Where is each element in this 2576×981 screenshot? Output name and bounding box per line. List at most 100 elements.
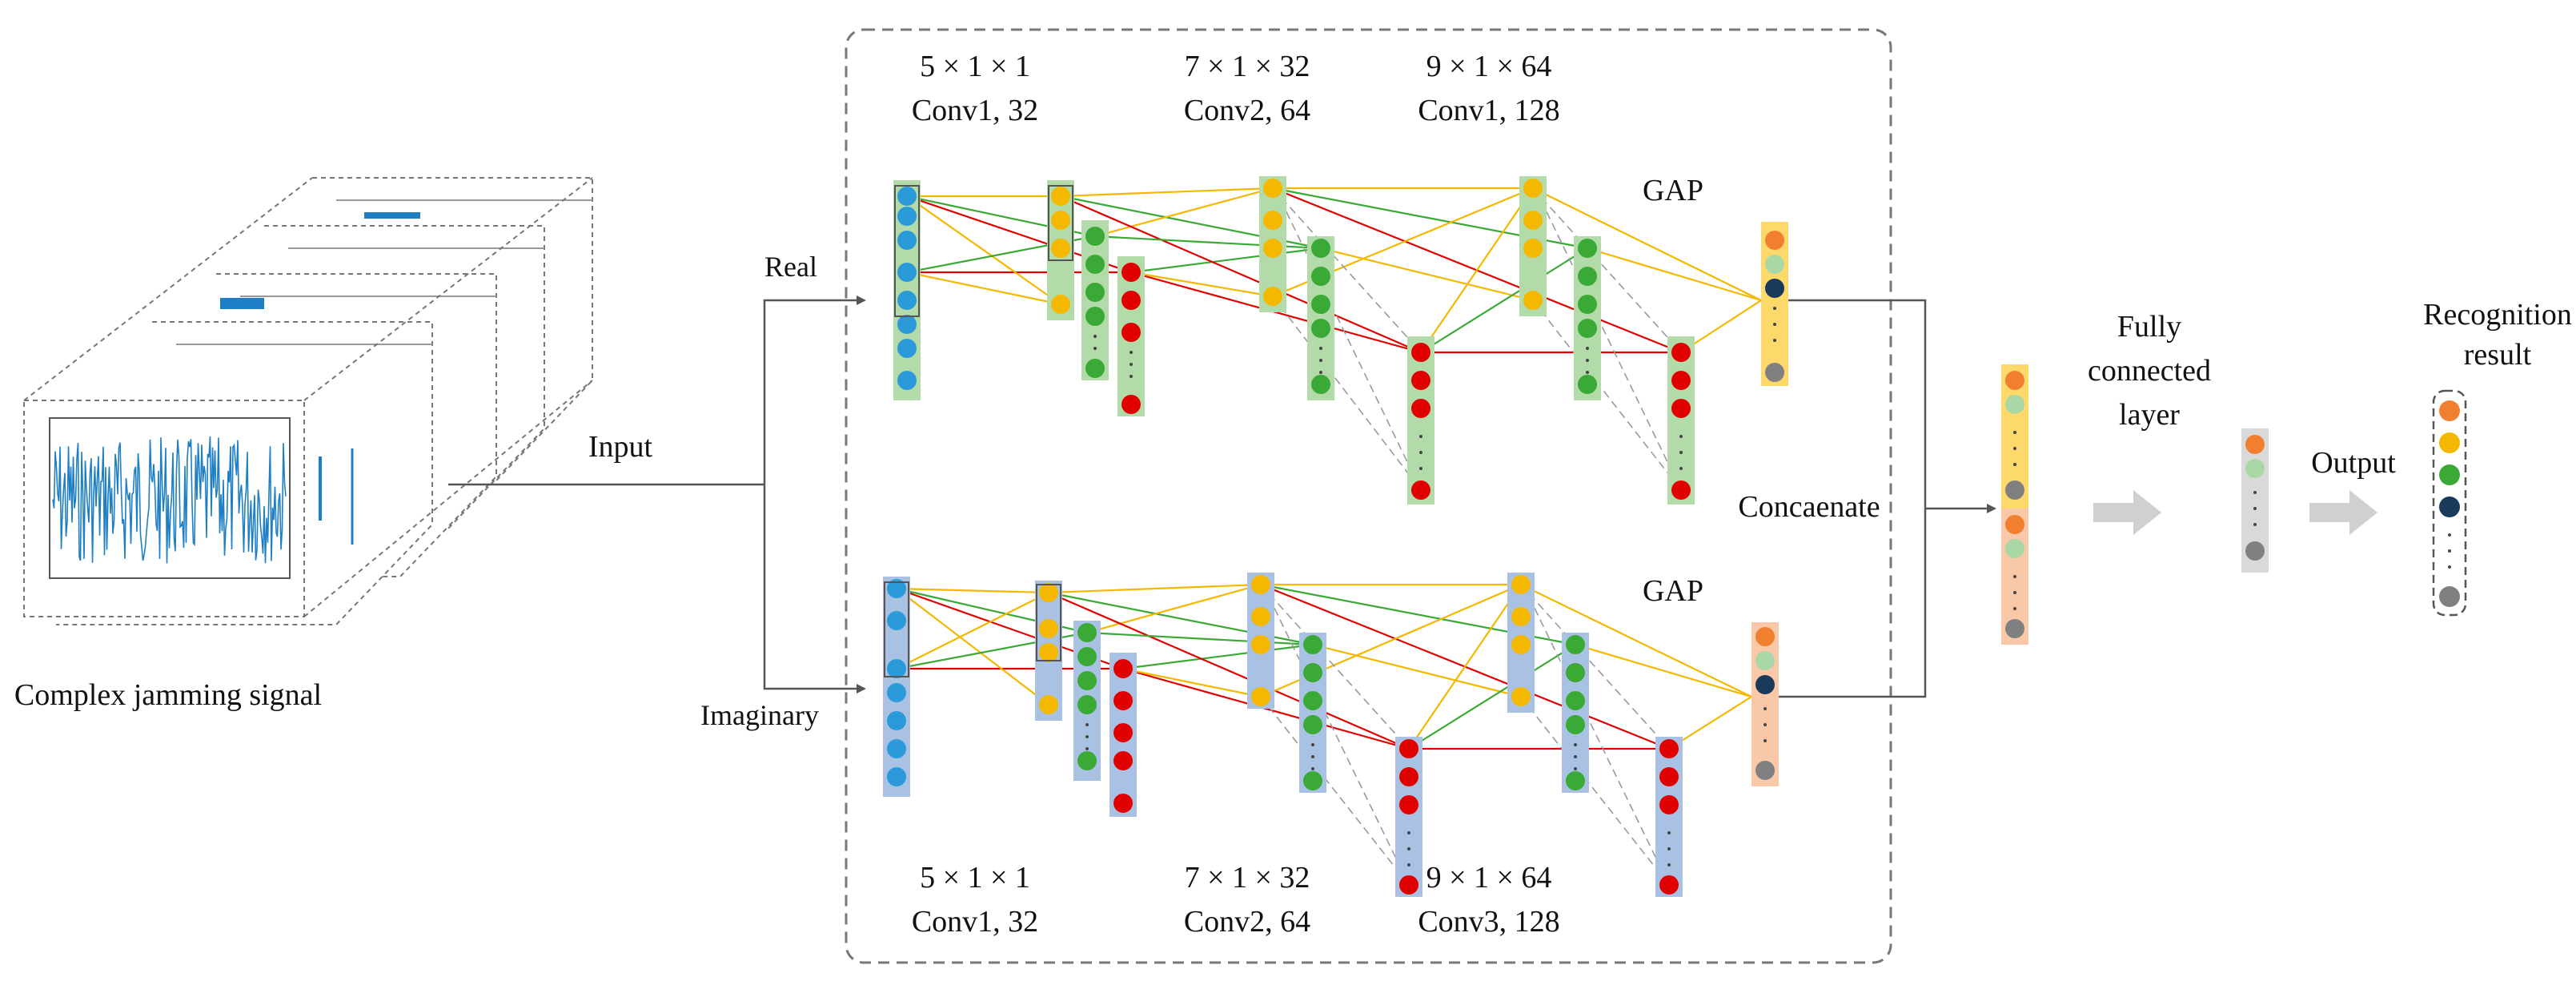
neuron-node — [897, 291, 917, 310]
input-label: Input — [588, 430, 653, 464]
gap-label-top: GAP — [1643, 174, 1703, 207]
ellipsis-dot — [1679, 451, 1683, 454]
neuron-node — [1121, 263, 1141, 282]
neuron-node — [1671, 371, 1691, 390]
neuron-node — [897, 207, 917, 226]
connection-line — [1520, 584, 1752, 698]
imaginary-label: Imaginary — [700, 699, 819, 731]
fc-arrow — [2093, 490, 2161, 535]
gap-node — [1755, 651, 1775, 670]
neuron-node — [1121, 291, 1141, 310]
connection-line — [1420, 187, 1534, 353]
neuron-node — [897, 263, 917, 282]
connection-line — [906, 271, 1061, 306]
ellipsis-dot — [1679, 467, 1683, 470]
neuron-node — [1523, 239, 1543, 258]
ellipsis-dot — [1085, 735, 1089, 738]
neuron-node — [1399, 767, 1418, 786]
neuron-node — [1085, 227, 1105, 246]
neuron-node — [887, 659, 906, 678]
gap-vector-bottom — [1751, 622, 1779, 786]
connection-line — [1575, 643, 1752, 698]
gap-node — [1765, 255, 1784, 274]
ellipsis-dot — [1679, 435, 1683, 438]
connection-line — [896, 587, 1049, 594]
neuron-node — [1085, 359, 1105, 378]
connection-line — [906, 195, 1061, 305]
neuron-node — [1523, 211, 1543, 230]
neuron-node — [1523, 179, 1543, 198]
neuron-node — [1077, 671, 1097, 690]
bottom-kernel-1: 5 × 1 × 1 — [920, 861, 1030, 895]
gap-label-bottom: GAP — [1643, 574, 1703, 608]
kernel-window — [894, 185, 920, 317]
neuron-node — [1085, 307, 1105, 326]
connection-line — [1540, 199, 1682, 491]
connection-line — [1408, 644, 1576, 750]
feature-map-bar — [1667, 336, 1695, 505]
neuron-node — [1578, 375, 1597, 394]
connection-line — [1048, 583, 1262, 594]
top-conv-1: Conv1, 32 — [912, 94, 1038, 127]
neuron-node — [1251, 575, 1270, 594]
connection-line — [1260, 696, 1410, 886]
signal-plot-front — [23, 400, 305, 617]
gap-vector-top — [1761, 222, 1788, 386]
kernel-window — [884, 581, 909, 677]
neuron-node — [1263, 287, 1282, 306]
neuron-node — [1303, 715, 1322, 734]
concatenate-label: Concaenate — [1738, 490, 1880, 524]
kernel-window — [1048, 185, 1073, 261]
neuron-node — [1077, 623, 1097, 642]
ellipsis-dot — [1319, 347, 1322, 350]
output-arrow — [2309, 490, 2377, 535]
result-node-navy — [2439, 497, 2460, 517]
neuron-node — [1659, 739, 1679, 758]
neuron-node — [1121, 323, 1141, 342]
connection-line — [1532, 187, 1762, 301]
connection-line — [1520, 696, 1670, 886]
connection-line — [1312, 643, 1522, 698]
input-connector — [448, 296, 866, 694]
neuron-node — [1578, 267, 1597, 286]
neuron-node — [1399, 795, 1418, 814]
neuron-node — [1411, 399, 1430, 418]
bottom-kernel-3: 9 × 1 × 64 — [1426, 861, 1552, 895]
neuron-node — [1659, 795, 1679, 814]
connection-line — [1268, 596, 1410, 886]
ellipsis-dot — [1130, 351, 1133, 354]
neuron-node — [1113, 659, 1133, 678]
ellipsis-dot — [1667, 831, 1671, 834]
neuron-node — [1303, 691, 1322, 710]
neuron-node — [1263, 211, 1282, 230]
connection-line — [896, 588, 1049, 706]
ellipsis-dot — [1574, 767, 1577, 770]
connection-line — [1272, 187, 1422, 353]
bottom-conv-3: Conv3, 128 — [1418, 905, 1559, 939]
neuron-node — [897, 187, 917, 206]
nodes — [893, 176, 1695, 505]
ellipsis-dot — [1130, 363, 1133, 366]
connection-line — [1260, 584, 1410, 750]
connection-line — [1587, 247, 1762, 302]
ellipsis-dot — [1311, 755, 1314, 758]
top-kernel-3: 9 × 1 × 64 — [1426, 50, 1552, 83]
connection-line — [1086, 631, 1314, 646]
neuron-node — [1523, 291, 1543, 310]
neuron-node — [1511, 607, 1531, 626]
gap-node — [1765, 279, 1784, 298]
top-kernel-2: 7 × 1 × 32 — [1185, 50, 1310, 83]
feature-map-bar — [1407, 336, 1434, 505]
complex-jamming-signal-stack — [23, 177, 593, 625]
top-kernel-1: 5 × 1 × 1 — [920, 50, 1030, 83]
concat-connector — [1779, 299, 1996, 698]
stack-edges — [23, 177, 593, 617]
top-conv-2: Conv2, 64 — [1184, 94, 1310, 127]
connection-line — [1048, 591, 1410, 750]
ellipsis-dot — [1407, 831, 1410, 834]
gap-node — [1755, 761, 1775, 780]
neuron-node — [1113, 751, 1133, 770]
signal-caption: Complex jamming signal — [14, 678, 322, 712]
top-layer-captions: 5 × 1 × 1 Conv1, 32 7 × 1 × 32 Conv2, 64… — [912, 50, 1560, 127]
neuron-node — [1566, 663, 1585, 682]
